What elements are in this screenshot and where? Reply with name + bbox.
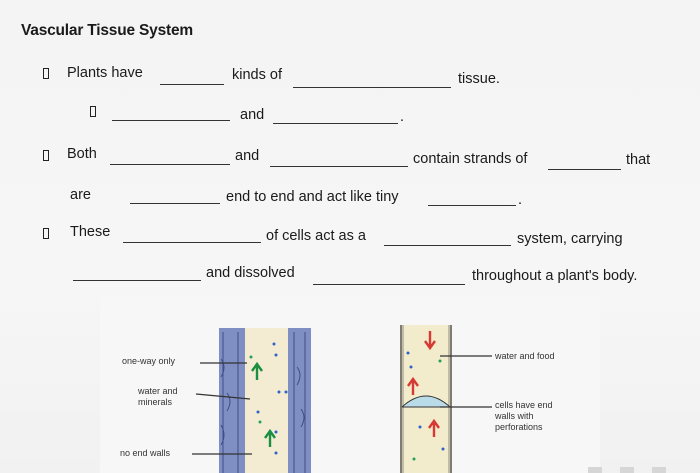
line4-prefix: are [70,187,91,203]
blank-field[interactable] [123,242,261,243]
corner-mark [620,467,634,473]
label-one-way: one-way only [122,356,176,366]
line5-prefix: These [70,224,111,240]
corner-mark [652,467,666,473]
line4-suffix: . [518,192,523,208]
checkbox-icon [43,150,49,161]
line1-prefix: Plants have [67,65,143,81]
blank-field[interactable] [384,245,511,246]
corner-mark [588,467,602,473]
line3-mid2: contain strands of [413,151,528,167]
line4-middle: end to end and act like tiny [226,189,399,205]
xylem-lumen [245,328,288,473]
line3-suffix: that [626,152,651,168]
xylem-right-wall [288,328,311,473]
label-water-food: water and food [495,351,555,361]
label-no-end-walls: no end walls [120,448,171,458]
line3-middle: and [235,148,260,164]
page-title: Vascular Tissue System [21,22,193,39]
label-cells-end-walls-1: cells have end [495,400,553,410]
vascular-diagram: one-way only water and minerals no end w… [100,297,600,473]
label-cells-end-walls-2: walls with [495,411,534,421]
line1-middle: kinds of [232,67,282,83]
line5-suffix: system, carrying [517,231,623,247]
blank-field[interactable] [130,203,220,204]
label-water-minerals-2: minerals [138,397,173,407]
checkbox-icon [43,228,49,239]
label-water-minerals-1: water and [138,386,178,396]
blank-field[interactable] [428,205,516,206]
label-cells-end-walls-3: perforations [495,422,543,432]
blank-field[interactable] [293,87,451,88]
blank-field[interactable] [548,169,621,170]
line2-suffix: . [400,109,405,125]
line5-middle: of cells act as a [266,228,366,244]
checkbox-icon [90,106,96,117]
line3-prefix: Both [67,146,97,162]
line2-middle: and [240,107,265,123]
blank-field[interactable] [110,164,230,165]
line6-middle: and dissolved [206,265,295,281]
blank-field[interactable] [112,120,230,121]
blank-field[interactable] [160,84,224,85]
blank-field[interactable] [313,284,465,285]
blank-field[interactable] [273,123,398,124]
checkbox-icon [43,68,49,79]
line6-suffix: throughout a plant's body. [472,268,638,284]
diagram-illustration [100,297,600,473]
blank-field[interactable] [270,166,408,167]
line1-suffix: tissue. [458,71,500,87]
blank-field[interactable] [73,280,201,281]
